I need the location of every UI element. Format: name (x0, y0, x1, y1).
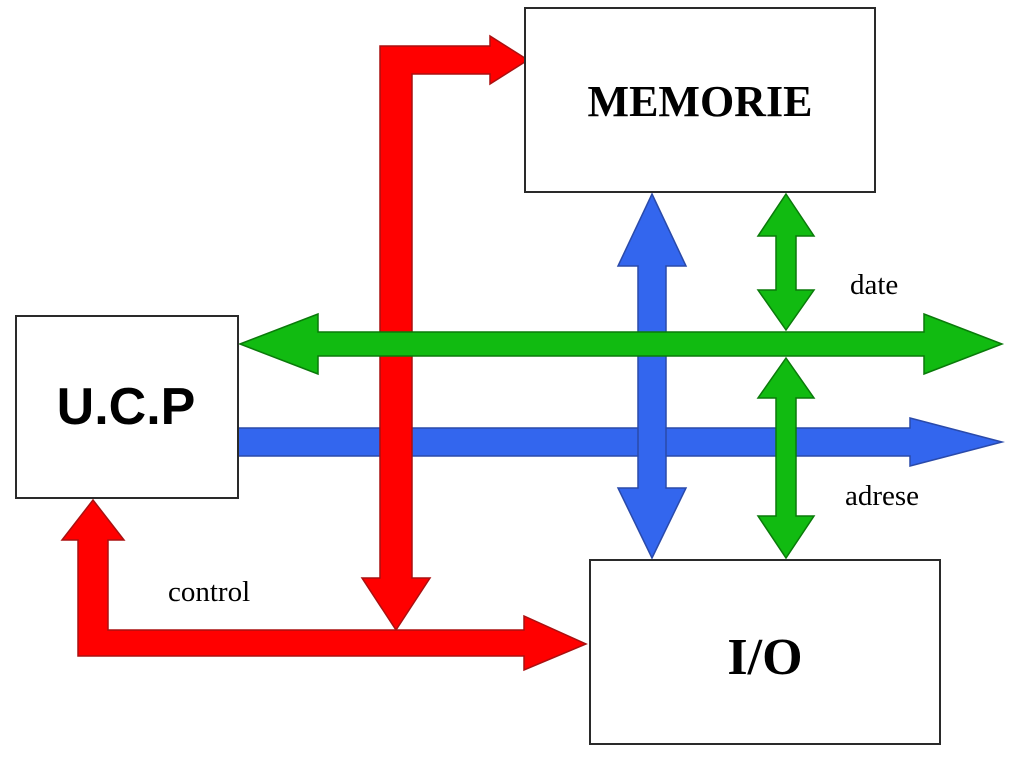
io-block (589, 559, 941, 745)
address-bus-arrow (237, 417, 1005, 467)
data-memory-arrow (756, 192, 816, 332)
data-bus-label: date (850, 269, 898, 301)
address-bus-label: adrese (845, 480, 919, 512)
control-bus-label: control (168, 576, 250, 608)
cpu-label: U.C.P (57, 378, 196, 436)
control-bus-cpu-io-arrow (60, 498, 588, 672)
memory-block (524, 7, 876, 193)
cpu-block (15, 315, 239, 499)
memory-label: MEMORIE (588, 77, 813, 126)
address-memory-io-arrow (616, 192, 688, 560)
data-io-arrow (756, 356, 816, 560)
control-bus-vertical-arrow (360, 34, 530, 632)
io-label: I/O (727, 629, 802, 686)
data-bus-arrow (237, 312, 1005, 376)
